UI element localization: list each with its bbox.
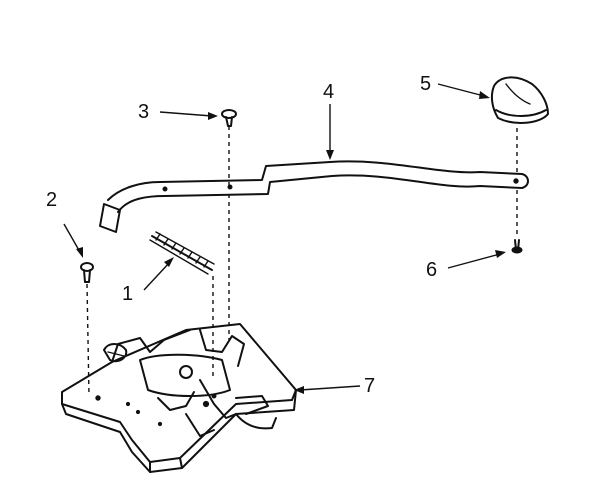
callout-1: 1: [122, 283, 133, 305]
spring-part-1: [149, 231, 215, 275]
screw-part-3: [221, 109, 237, 127]
screw-part-2: [80, 262, 94, 283]
callout-6: 6: [426, 259, 437, 281]
callout-4: 4: [323, 81, 334, 103]
lever-rod-part-4: [99, 160, 529, 233]
screw-part-6: [511, 239, 523, 254]
knob-part-5: [490, 76, 549, 124]
callout-5: 5: [420, 73, 431, 95]
callout-arrows: [63, 83, 506, 394]
latch-assembly-part-7: [61, 323, 297, 473]
callout-2: 2: [46, 189, 57, 211]
callout-7: 7: [364, 375, 375, 397]
alignment-lines: [86, 126, 518, 397]
callout-3: 3: [138, 101, 149, 123]
